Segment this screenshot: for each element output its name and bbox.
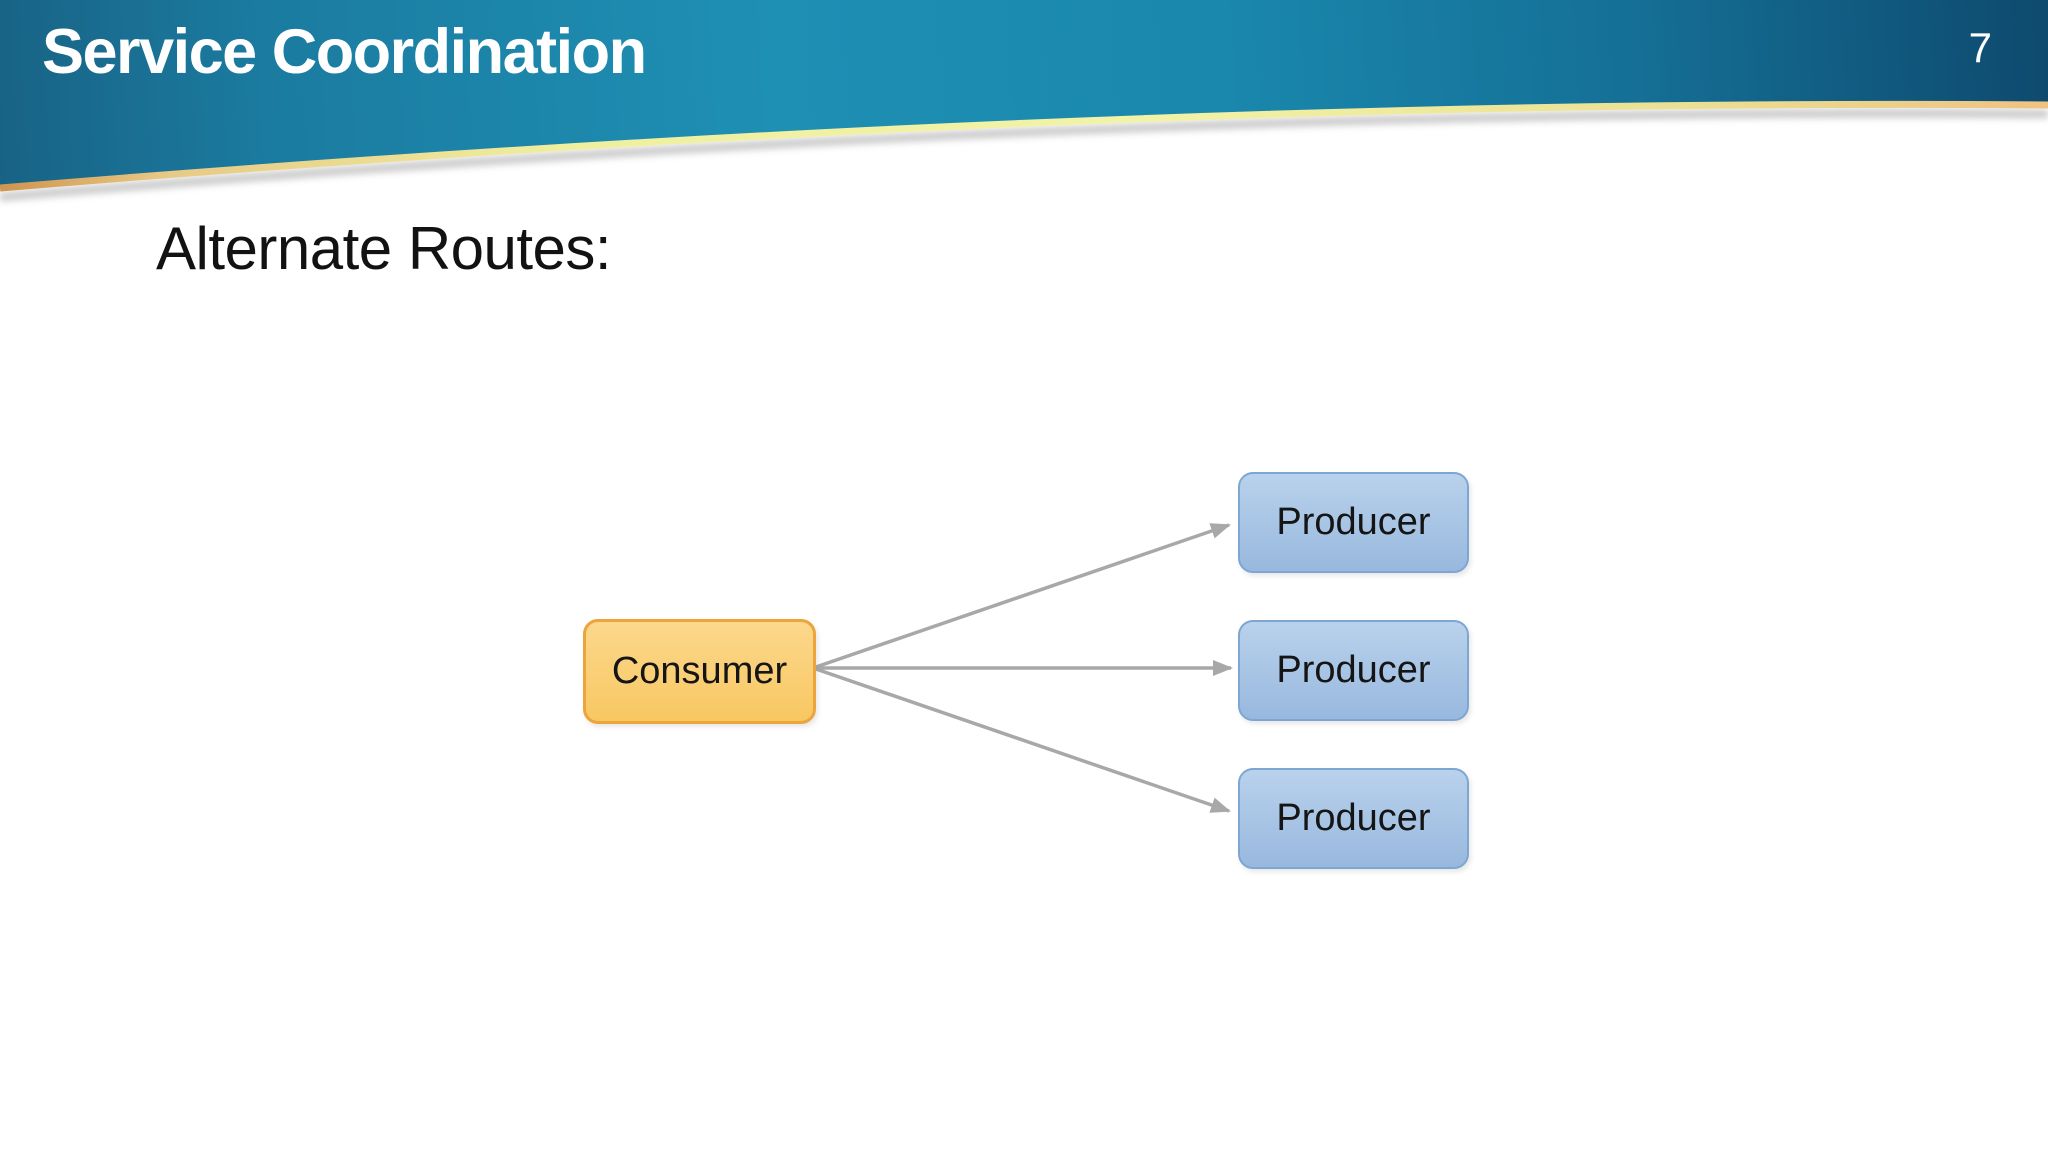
slide-title: Service Coordination	[42, 17, 647, 87]
consumer-node: Consumer	[583, 619, 816, 724]
producer-node-1: Producer	[1238, 472, 1469, 573]
page-number: 7	[1968, 24, 1992, 71]
producer-node-label: Producer	[1276, 797, 1431, 839]
banner-gold-stripe	[0, 100, 2048, 192]
arrow-consumer-to-producer-3	[812, 666, 1231, 813]
section-heading: Alternate Routes:	[156, 215, 612, 282]
banner-shadow	[0, 108, 2048, 202]
consumer-node-label: Consumer	[611, 650, 788, 692]
producer-node-3: Producer	[1238, 768, 1469, 869]
arrow-consumer-to-producer-1	[812, 523, 1231, 670]
producer-node-label: Producer	[1276, 501, 1431, 543]
producer-node-2: Producer	[1238, 620, 1469, 721]
producer-node-label: Producer	[1276, 649, 1431, 691]
